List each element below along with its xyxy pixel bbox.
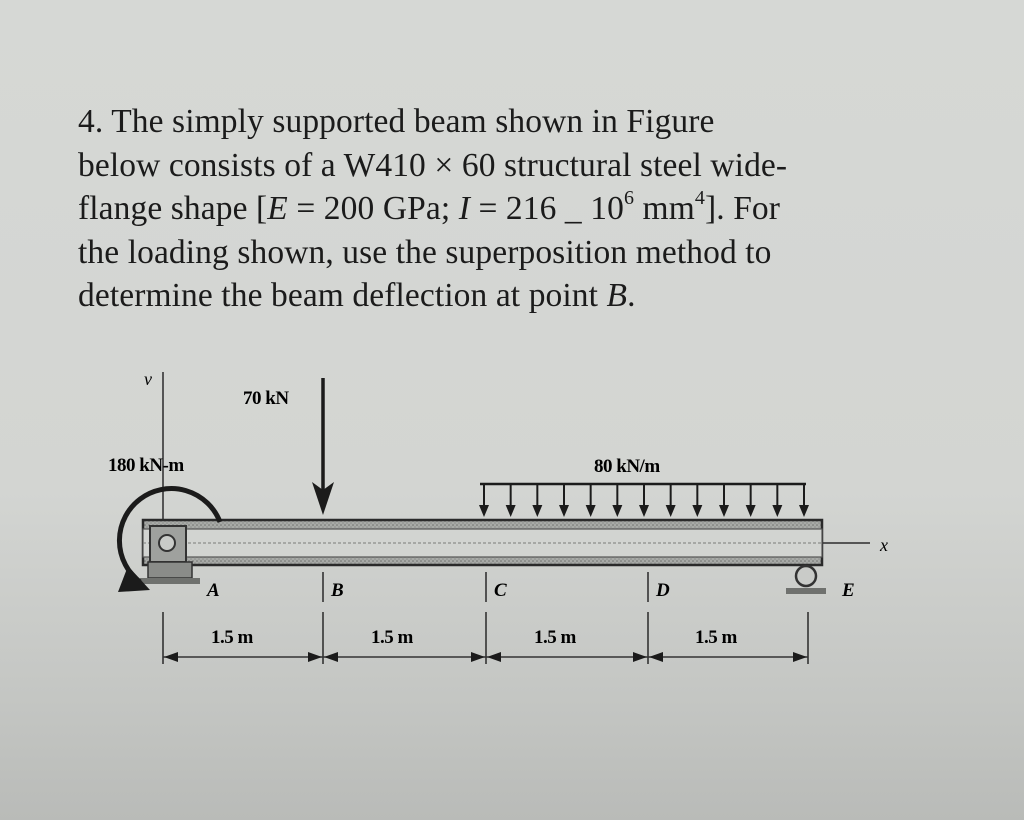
distributed-load-arrowhead xyxy=(479,505,489,517)
distributed-load-arrowhead xyxy=(719,505,729,517)
symbol-B: B xyxy=(606,277,628,314)
symbol-I: I xyxy=(458,190,470,227)
pin-support-icon xyxy=(140,525,200,584)
point-label-C: C xyxy=(494,580,507,601)
span-label-CD: 1.5 m xyxy=(534,627,577,648)
text-segment: ]. For xyxy=(704,190,781,227)
distributed-load-arrowhead xyxy=(585,505,596,517)
v-axis-label: v xyxy=(144,369,152,389)
distributed-load-arrowhead xyxy=(559,505,569,517)
distributed-load-arrowhead xyxy=(692,505,703,517)
text-segment: determine the beam deflection at point xyxy=(78,277,607,314)
point-label-D: D xyxy=(655,580,670,601)
problem-statement: 4. The simply supported beam shown in Fi… xyxy=(78,100,908,318)
symbol-E: E xyxy=(267,190,288,227)
point-load-arrow-icon xyxy=(312,378,334,515)
exponent-6: 6 xyxy=(623,187,635,209)
distributed-load-arrowhead xyxy=(505,505,516,517)
moment-label: 180 kN-m xyxy=(108,455,184,476)
text-segment: = 216 _ 10 xyxy=(469,190,624,227)
distributed-load-label: 80 kN/m xyxy=(594,456,660,477)
distributed-load-arrowhead xyxy=(799,505,809,517)
text-segment: mm xyxy=(634,190,695,227)
point-label-A: A xyxy=(206,580,220,601)
x-axis-label: x xyxy=(879,535,888,555)
moment-arrow-icon xyxy=(116,486,223,592)
dimension-lines xyxy=(162,612,809,664)
point-load-label: 70 kN xyxy=(243,388,289,409)
distributed-load-icon xyxy=(479,482,809,517)
problem-line-5: determine the beam deflection at point B… xyxy=(78,274,908,318)
span-label-AB: 1.5 m xyxy=(211,627,254,648)
dimension-arrowheads xyxy=(164,652,807,662)
problem-line-1: 4. The simply supported beam shown in Fi… xyxy=(78,103,715,140)
beam xyxy=(141,518,824,567)
text-segment: . xyxy=(627,277,636,314)
point-label-B: B xyxy=(330,580,344,601)
exponent-4: 4 xyxy=(694,187,705,209)
span-label-BC: 1.5 m xyxy=(371,627,414,648)
problem-line-3: flange shape [E = 200 GPa; I = 216 _ 106… xyxy=(78,187,908,231)
span-label-DE: 1.5 m xyxy=(695,627,738,648)
distributed-load-arrowhead xyxy=(639,505,649,517)
text-segment: = 200 GPa; xyxy=(287,190,459,227)
roller-support-icon xyxy=(786,564,826,594)
problem-line-4: the loading shown, use the superposition… xyxy=(78,233,772,271)
point-label-E: E xyxy=(841,580,855,601)
distributed-load-arrowhead xyxy=(745,505,756,517)
distributed-load-arrowhead xyxy=(665,505,676,517)
distributed-load-arrowhead xyxy=(612,505,623,517)
distributed-load-arrowhead xyxy=(532,505,543,517)
distributed-load-arrowhead xyxy=(772,505,783,517)
text-segment: flange shape [ xyxy=(78,190,268,227)
problem-line-2: below consists of a W410 × 60 structural… xyxy=(78,146,788,184)
